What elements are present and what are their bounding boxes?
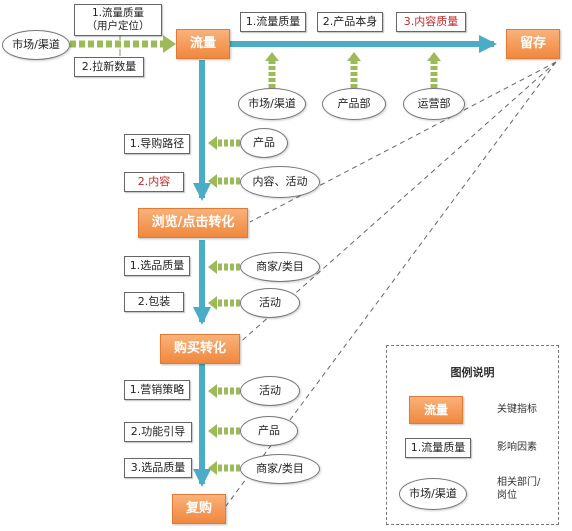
support-arrow-retention-3 (427, 52, 441, 88)
repurchase-factor-2: 2.功能引导 (124, 422, 192, 442)
legend-factor-sample: 1.流量质量 (405, 438, 471, 458)
retention-dept-market: 市场/渠道 (238, 88, 306, 120)
purchase-dept-activity: 活动 (240, 288, 300, 318)
repurchase-node: 复购 (172, 494, 226, 524)
repurchase-dept-merchant: 商家/类目 (240, 454, 320, 484)
support-arrow-stage-2 (208, 174, 240, 188)
browse-factor-2: 2.内容 (124, 172, 184, 192)
legend-dept-sample: 市场/渠道 (399, 478, 467, 510)
browse-dept-product: 产品 (240, 128, 288, 158)
support-arrow-stage-7 (208, 461, 240, 475)
traffic-node: 流量 (176, 29, 230, 59)
legend-box: 图例说明 流量 关键指标 1.流量质量 影响因素 市场/渠道 相关部门/ 岗位 (386, 345, 559, 525)
browse-to-retention-dashed (249, 61, 557, 223)
support-arrow-stage-6 (208, 424, 240, 438)
browse-dept-content: 内容、活动 (240, 166, 320, 198)
repurchase-dept-activity: 活动 (240, 376, 300, 406)
support-arrow-retention-2 (347, 52, 361, 88)
retention-dept-product: 产品部 (322, 88, 386, 120)
support-arrow-stage-3 (208, 260, 240, 274)
purchase-node: 购买转化 (160, 334, 240, 364)
support-arrow-stage-1 (208, 136, 240, 150)
support-arrow-retention-1 (265, 52, 279, 88)
market-to-traffic-arrowhead (163, 35, 176, 53)
browse-node: 浏览/点击转化 (138, 208, 248, 238)
retention-factor-3: 3.内容质量 (396, 12, 466, 32)
traffic-factor-quality: 1.流量质量 （用户定位） (74, 4, 162, 36)
purchase-factor-2: 2.包装 (124, 292, 184, 312)
purchase-factor-1: 1.选品质量 (124, 256, 190, 276)
browse-factor-1: 1.导购路径 (124, 134, 190, 154)
legend-key-desc: 关键指标 (497, 404, 537, 415)
traffic-dept-market: 市场/渠道 (2, 30, 70, 60)
legend-dept-desc: 相关部门/ 岗位 (497, 477, 541, 501)
repurchase-factor-1: 1.营销策略 (124, 380, 190, 400)
repurchase-dept-product: 产品 (240, 416, 298, 446)
repurchase-factor-3: 3.选品质量 (124, 458, 192, 478)
retention-dept-operations: 运营部 (403, 88, 465, 120)
retention-factor-2: 2.产品本身 (317, 12, 383, 32)
traffic-factor-new-users: 2.拉新数量 (74, 57, 144, 77)
legend-key-sample: 流量 (409, 396, 463, 424)
support-arrow-stage-4 (208, 296, 240, 310)
support-arrows (208, 52, 441, 475)
purchase-dept-merchant: 商家/类目 (240, 252, 320, 282)
support-arrow-stage-5 (208, 384, 240, 398)
legend-title: 图例说明 (450, 366, 495, 379)
retention-factor-1: 1.流量质量 (240, 12, 306, 32)
legend-factor-desc: 影响因素 (497, 442, 537, 453)
retention-node: 留存 (506, 29, 560, 59)
